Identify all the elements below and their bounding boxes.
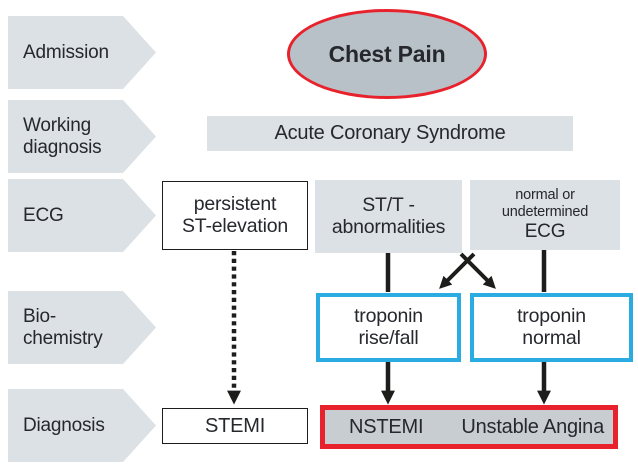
stage-label: Diagnosis (23, 414, 105, 436)
node-label: abnormalities (331, 215, 446, 238)
node-acute-coronary-syndrome: Acute Coronary Syndrome (207, 116, 573, 151)
node-stt-abnormalities: ST/T - abnormalities (315, 180, 462, 253)
stage-admission: Admission (8, 16, 156, 89)
stage-ecg: ECG (8, 179, 156, 252)
node-label: STEMI (204, 414, 266, 437)
node-troponin-normal: troponin normal (470, 293, 633, 362)
node-persistent-st-elevation: persistent ST-elevation (162, 181, 308, 250)
node-chest-pain: Chest Pain (287, 9, 487, 99)
node-stemi: STEMI (162, 408, 308, 444)
node-label: Chest Pain (328, 40, 446, 67)
node-troponin-rise-fall: troponin rise/fall (316, 293, 461, 362)
arrow-stt-to-troponin-normal-cross (459, 252, 496, 289)
node-label: persistent (193, 192, 277, 215)
stage-label: ECG (23, 204, 64, 226)
node-label: rise/fall (358, 326, 419, 349)
node-label: ST/T - (362, 193, 415, 216)
node-label-unstable-angina: Unstable Angina (461, 415, 605, 438)
node-label: troponin (354, 304, 423, 327)
arrow-normal-ecg-to-troponin-rise-cross (439, 252, 476, 289)
node-label: undetermined (501, 204, 589, 221)
node-label: Acute Coronary Syndrome (274, 122, 506, 145)
stage-label: diagnosis (23, 136, 102, 158)
node-label-nstemi: NSTEMI (349, 415, 424, 438)
stage-biochemistry: Bio- chemistry (8, 291, 156, 364)
stage-label: Working (23, 115, 91, 137)
node-label: troponin (517, 304, 586, 327)
stage-working-diagnosis: Working diagnosis (8, 100, 156, 173)
stage-diagnosis: Diagnosis (8, 389, 156, 462)
node-normal-undetermined-ecg: normal or undetermined ECG (470, 180, 620, 250)
node-label: ECG (524, 220, 566, 242)
stage-label: Bio- (23, 306, 56, 328)
node-nstemi-unstable-angina: NSTEMI Unstable Angina (320, 405, 618, 449)
stage-label: chemistry (23, 327, 103, 349)
node-label: normal or (515, 187, 575, 204)
node-label: ST-elevation (182, 214, 288, 237)
stage-label: Admission (23, 41, 109, 63)
node-label: normal (522, 326, 581, 349)
